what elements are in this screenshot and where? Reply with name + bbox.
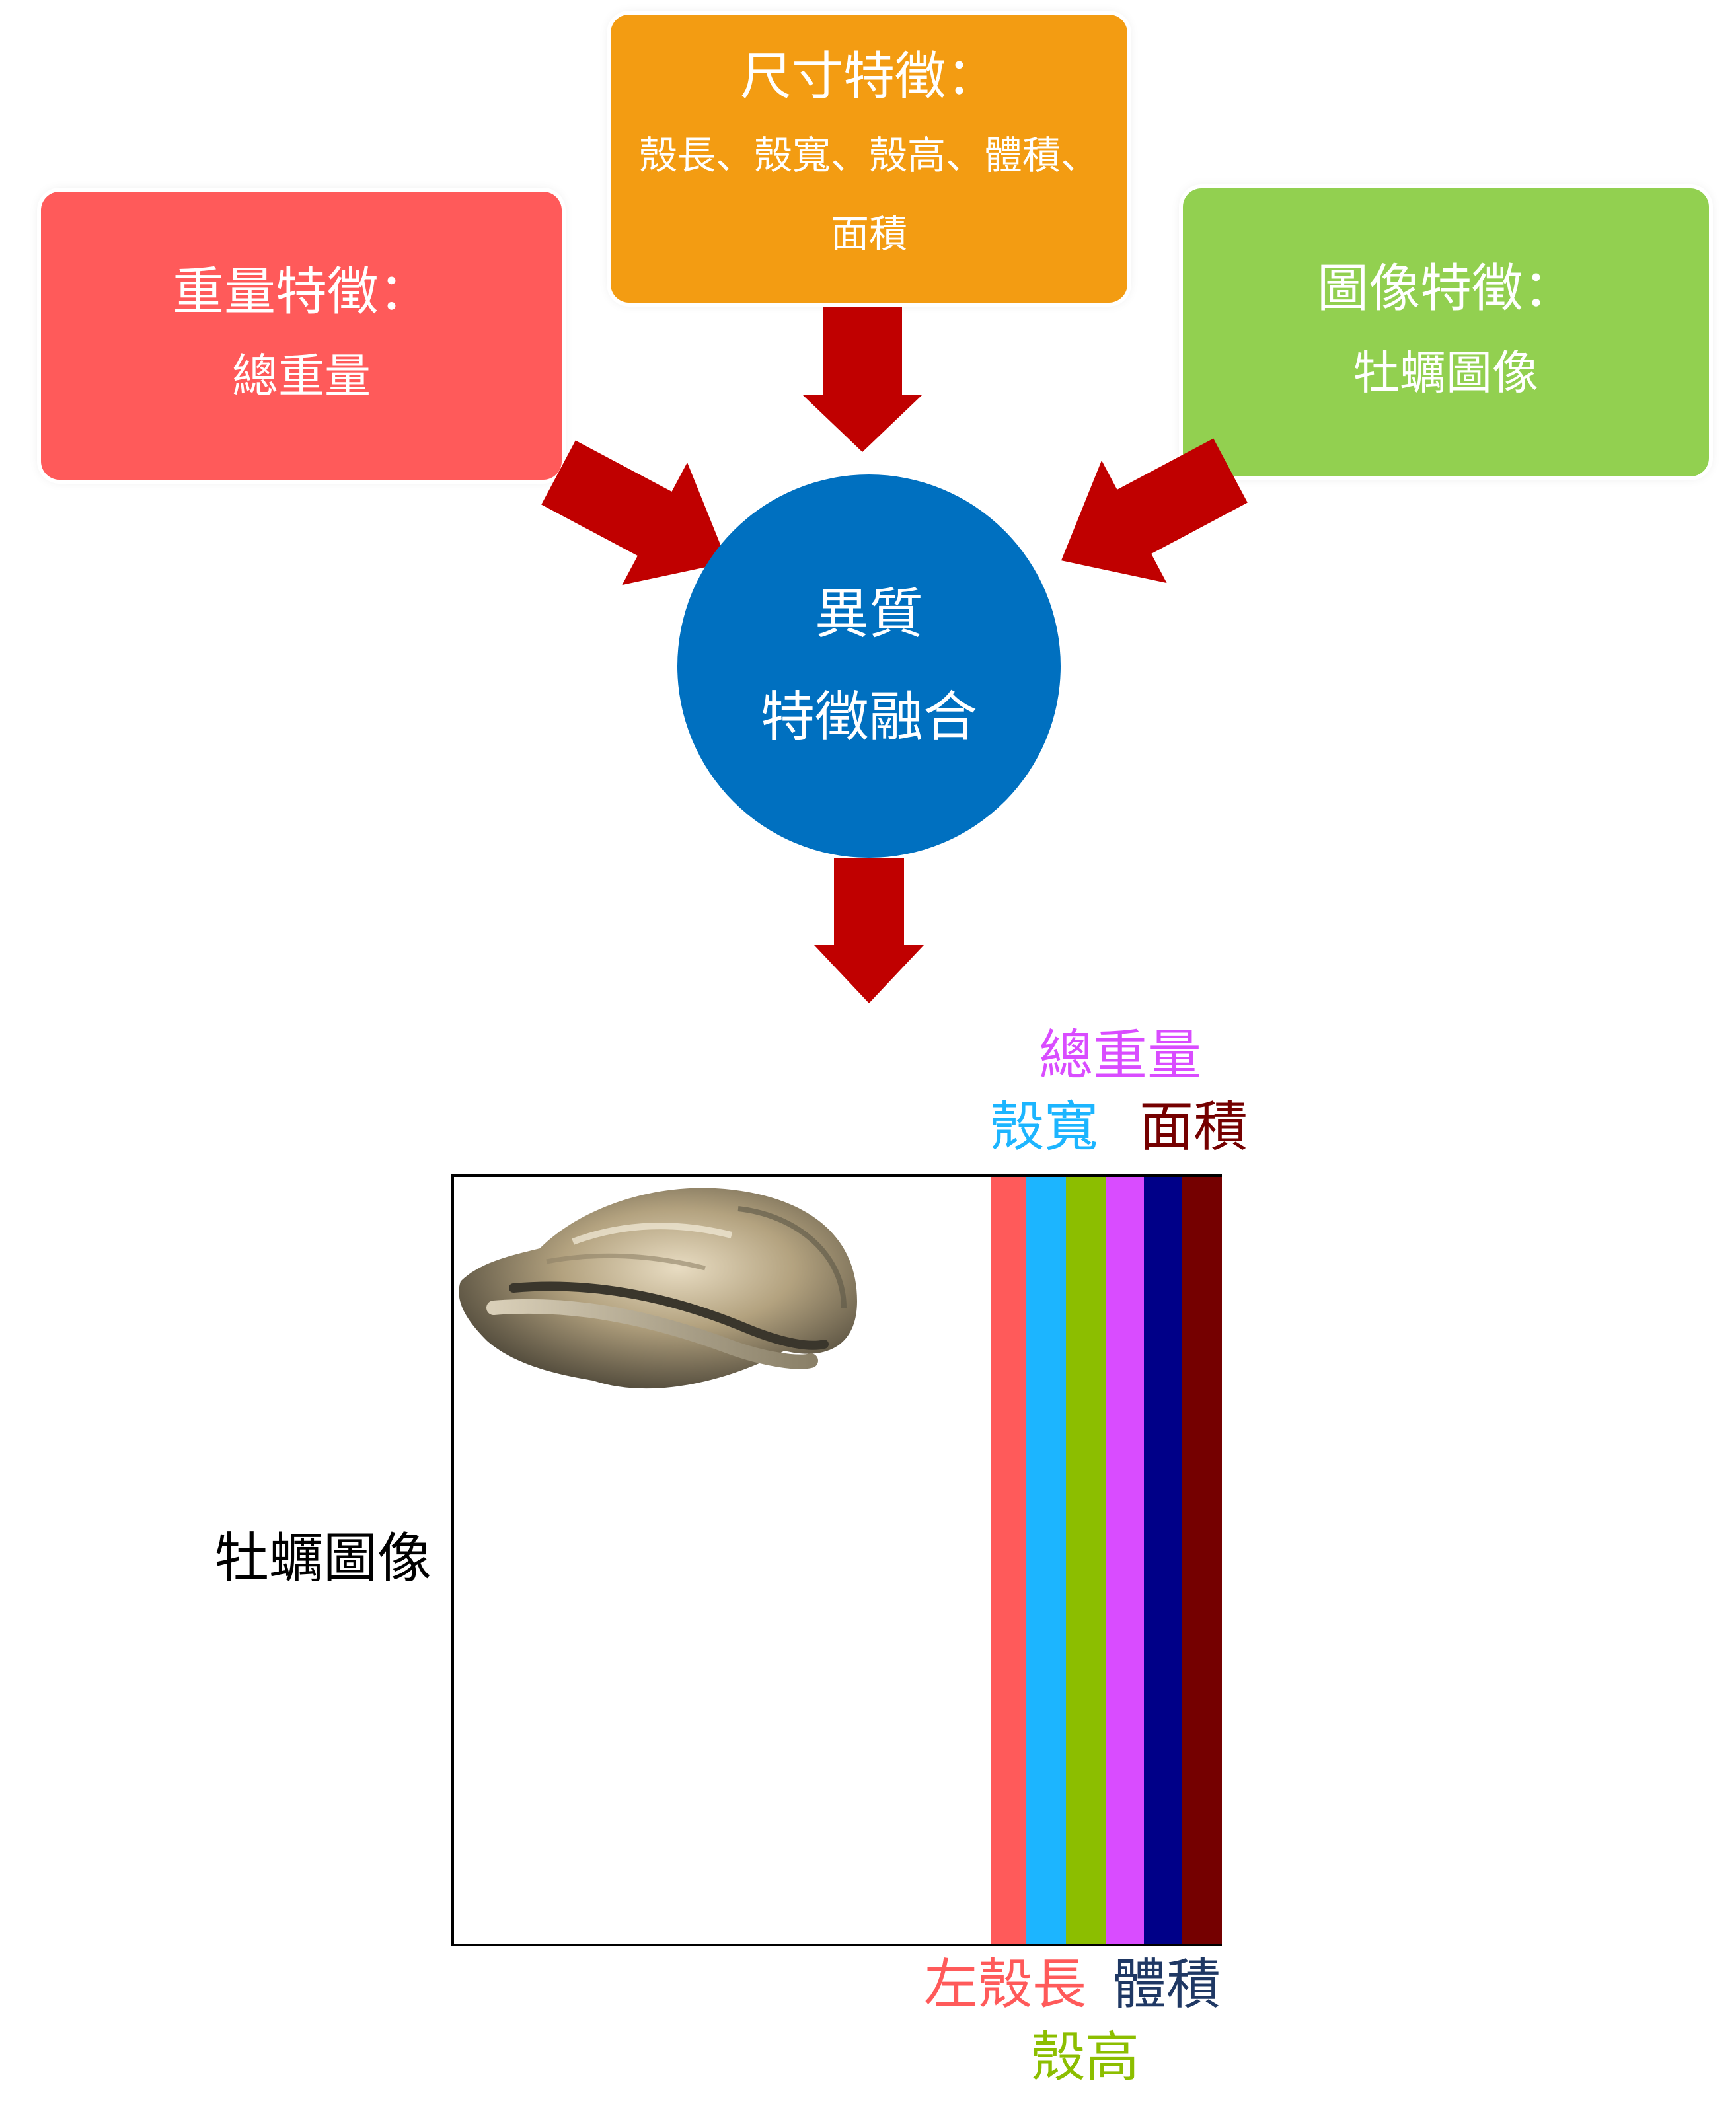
- fusion-line-1: 異質: [814, 583, 923, 646]
- label-total-weight: 總重量: [1039, 1024, 1202, 1087]
- size-feature-title: 尺寸特徵：: [739, 47, 998, 107]
- arrow-weight-to-fusion: [541, 440, 728, 586]
- image-feature-body: 牡蠣圖像: [1353, 346, 1538, 400]
- weight-feature-box: 重量特徵： 總重量: [41, 192, 562, 480]
- label-volume: 體積: [1112, 1953, 1221, 2016]
- image-feature-title: 圖像特徵：: [1316, 259, 1575, 319]
- label-shell-width: 殼寬: [990, 1096, 1099, 1158]
- size-feature-box: 尺寸特徵： 殼長、殼寬、殼高、體積、面積: [611, 15, 1127, 303]
- fusion-line-2: 特徵融合: [760, 686, 977, 749]
- label-area: 面積: [1139, 1096, 1248, 1158]
- size-feature-body: 殼長、殼寬、殼高、體積、面積: [638, 132, 1099, 256]
- fusion-circle: 異質 特徵融合: [677, 474, 1061, 858]
- label-oyster-image: 牡蠣圖像: [215, 1527, 432, 1590]
- stripe-1: [991, 1177, 1026, 1944]
- stripe-5: [1144, 1177, 1182, 1944]
- arrow-size-to-fusion: [803, 307, 922, 452]
- stripe-6: [1182, 1177, 1222, 1944]
- label-left-shell-length: 左殼長: [924, 1953, 1087, 2016]
- weight-feature-body: 總重量: [232, 349, 371, 404]
- oyster-photo-icon: [459, 1188, 857, 1389]
- arrow-fusion-to-matrix: [814, 858, 924, 1003]
- stripe-3: [1066, 1177, 1106, 1944]
- label-shell-height: 殼高: [1031, 2026, 1140, 2089]
- arrow-image-to-fusion: [1061, 438, 1248, 584]
- stripe-4: [1106, 1177, 1144, 1944]
- feature-matrix: [451, 1174, 1222, 1946]
- stripe-2: [1026, 1177, 1066, 1944]
- image-feature-box: 圖像特徵： 牡蠣圖像: [1183, 188, 1709, 476]
- weight-feature-title: 重量特徵：: [172, 262, 430, 322]
